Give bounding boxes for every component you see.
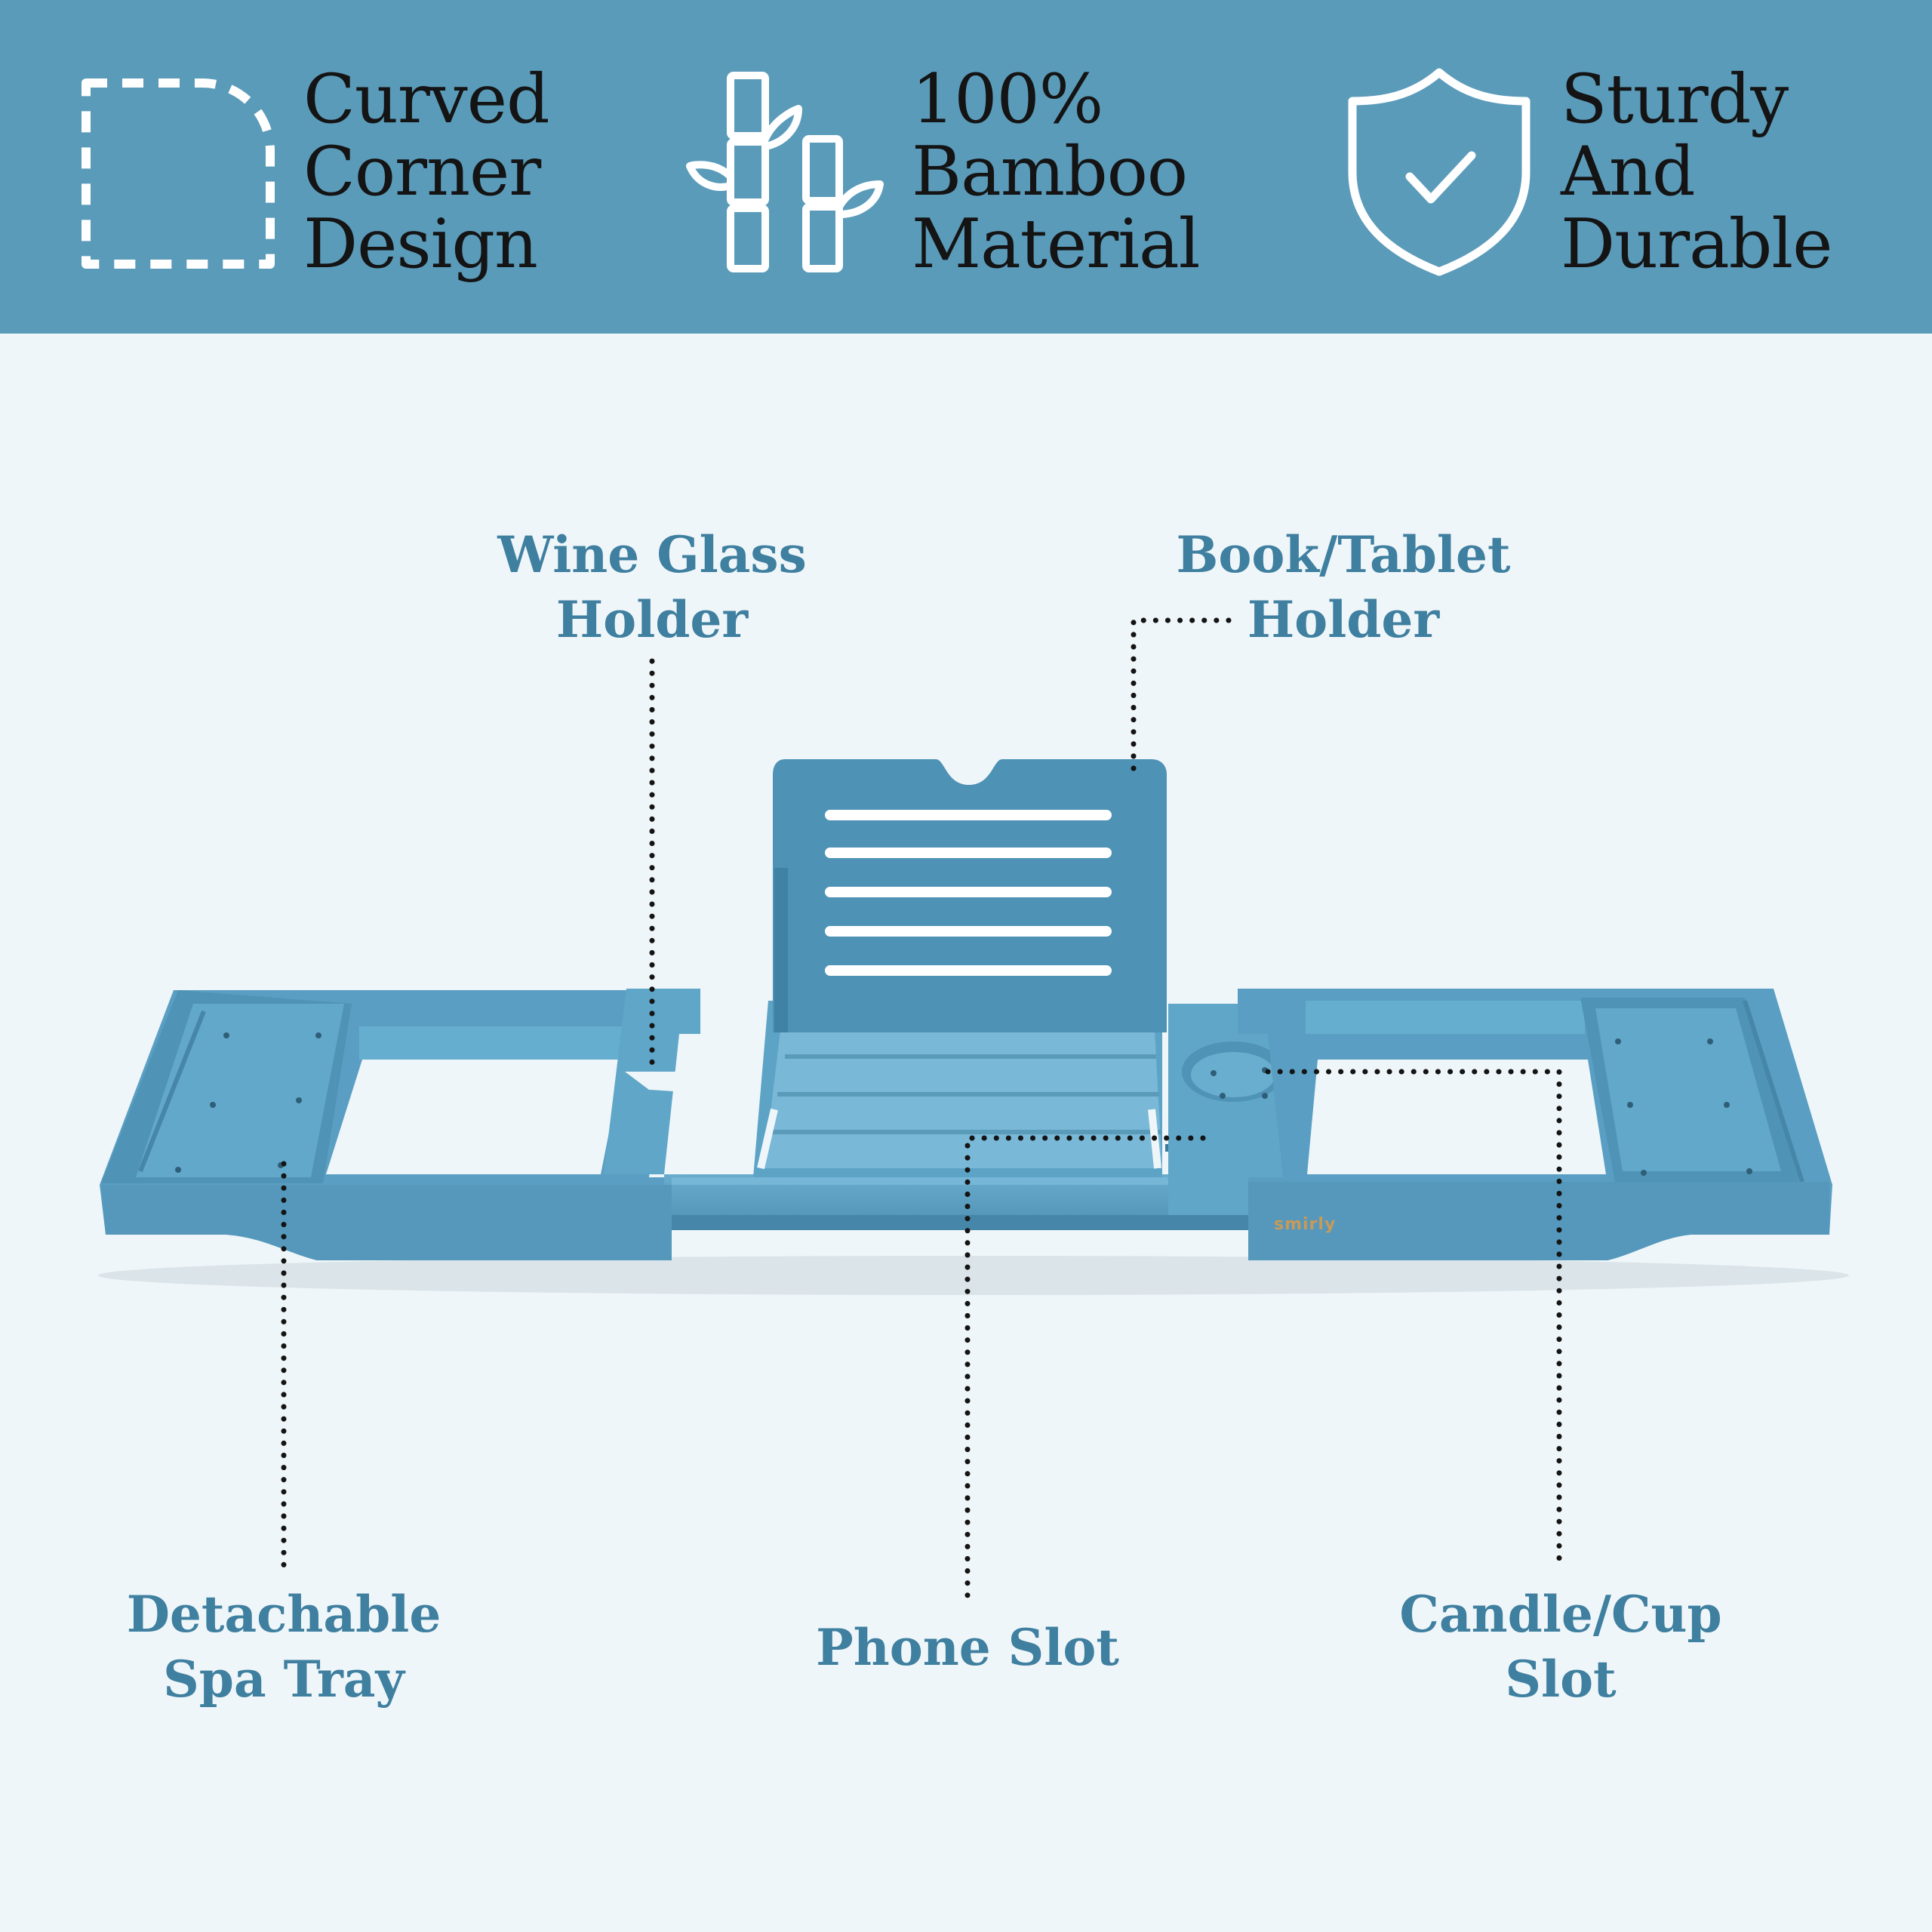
callout-book-tablet-holder: Book/Tablet Holder <box>1117 522 1570 652</box>
feature-line: Material <box>912 205 1200 284</box>
feature-line: And <box>1561 132 1696 211</box>
callout-line: Holder <box>1247 590 1440 649</box>
callout-line: Detachable <box>126 1585 441 1644</box>
callout-line: Phone Slot <box>816 1618 1119 1677</box>
callout-detachable-spa-tray: Detachable Spa Tray <box>57 1582 510 1712</box>
brand-mark: smirly <box>1274 1215 1337 1234</box>
callout-phone-slot: Phone Slot <box>741 1615 1194 1680</box>
callout-line: Holder <box>555 590 749 649</box>
callout-line: Spa Tray <box>163 1650 405 1709</box>
feature-bamboo: 100% Bamboo Material <box>912 63 1200 281</box>
bamboo-icon <box>686 72 884 272</box>
rounded-square-dashed-icon <box>82 78 275 269</box>
feature-sturdy: Sturdy And Durable <box>1561 63 1832 281</box>
feature-line: Bamboo <box>912 132 1188 211</box>
callout-line: Wine Glass <box>497 525 807 584</box>
feature-line: Corner <box>303 132 541 211</box>
feature-curved-corner: Curved Corner Design <box>303 60 550 284</box>
callout-candle-cup-slot: Candle/Cup Slot <box>1334 1582 1787 1712</box>
callout-line: Candle/Cup <box>1399 1585 1722 1644</box>
feature-line: Durable <box>1561 205 1832 284</box>
feature-line: Sturdy <box>1561 60 1789 139</box>
feature-line: 100% <box>912 60 1103 139</box>
callout-line: Slot <box>1505 1650 1617 1709</box>
feature-line: Design <box>303 205 538 284</box>
shield-check-icon <box>1348 68 1531 276</box>
feature-banner <box>0 0 1932 334</box>
feature-line: Curved <box>303 60 550 139</box>
callout-line: Book/Tablet <box>1176 525 1511 584</box>
callout-wine-glass-holder: Wine Glass Holder <box>426 522 878 652</box>
